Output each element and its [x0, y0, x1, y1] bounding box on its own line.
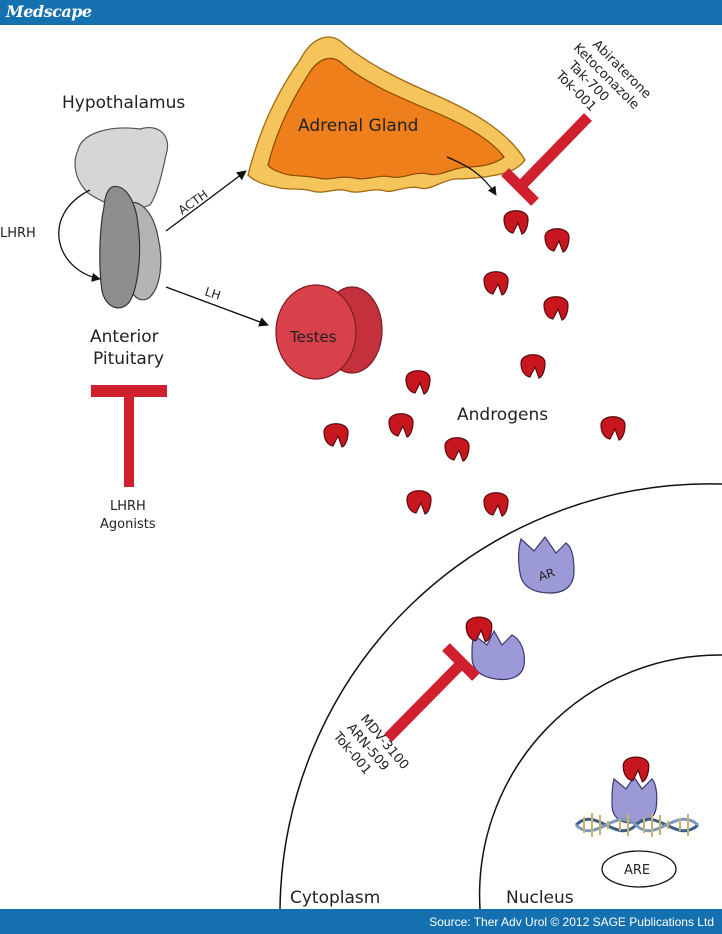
adrenal-inhibitor-bar — [501, 168, 539, 206]
androgen-pathway-diagram: Hypothalamus LHRH Anterior Pituitary LHR… — [0, 36, 722, 909]
adrenal-gland-label: Adrenal Gland — [298, 116, 418, 136]
androgen-molecule — [444, 437, 470, 462]
androgen-molecule — [405, 370, 431, 395]
androgen-molecule — [544, 228, 570, 253]
acth-arrow — [165, 170, 247, 232]
lhrh-arrow — [58, 189, 101, 282]
testes-label: Testes — [289, 328, 337, 346]
lhrh-agonists-inhibitor-bar — [91, 385, 167, 397]
cytoplasm-label: Cytoplasm — [290, 888, 380, 908]
androgen-molecule — [483, 492, 509, 517]
androgen-receptor-nuclear — [611, 775, 658, 824]
are-element — [601, 850, 677, 888]
androgen-receptor-bound — [471, 629, 525, 681]
nuclear-membrane — [478, 654, 722, 909]
anterior-pituitary-label-line1: Anterior — [90, 327, 159, 347]
androgen-molecule — [600, 416, 626, 441]
testes-front — [275, 284, 357, 380]
androgen-molecule — [503, 210, 529, 235]
adrenal-gland-core — [267, 57, 505, 180]
androgen-molecule — [388, 413, 414, 438]
are-label: ARE — [624, 863, 650, 878]
pituitary-front-lobe — [99, 185, 141, 309]
androgen-molecule-nuclear — [622, 756, 650, 783]
lhrh-agonists-label-line2: Agonists — [100, 517, 156, 532]
anterior-pituitary-label-line2: Pituitary — [93, 349, 164, 369]
ar-inhibitor-stem — [384, 661, 464, 742]
footer-bar: Source: Ther Adv Urol © 2012 SAGE Public… — [0, 909, 722, 934]
hypothalamus-label: Hypothalamus — [62, 93, 185, 113]
androgen-molecule — [323, 423, 349, 448]
androgen-molecule — [406, 490, 432, 515]
adrenal-output-arrow — [446, 156, 497, 196]
ar-inhibitor-bar — [442, 643, 480, 681]
lhrh-label: LHRH — [0, 226, 36, 241]
source-credit: Source: Ther Adv Urol © 2012 SAGE Public… — [429, 915, 714, 929]
androgen-molecule — [543, 296, 569, 321]
lh-label: LH — [203, 285, 222, 303]
acth-label: ACTH — [176, 187, 211, 217]
header-bar: Medscape — [0, 0, 722, 25]
nucleus-label: Nucleus — [506, 888, 574, 908]
lh-arrow — [165, 286, 269, 327]
cell-membrane — [279, 483, 722, 909]
ar-label: AR — [537, 565, 557, 583]
lhrh-agonists-label-line1: LHRH — [110, 499, 146, 514]
androgens-label: Androgens — [457, 405, 548, 425]
lhrh-agonists-inhibitor-stem — [124, 395, 134, 487]
dna-helix — [574, 813, 700, 837]
androgen-molecule — [520, 354, 546, 379]
androgen-receptor-free — [518, 535, 575, 594]
androgen-molecule — [483, 271, 509, 296]
adrenal-inhibitor-stem — [516, 113, 592, 191]
medscape-logo[interactable]: Medscape — [6, 2, 92, 21]
adrenal-inhibitors-list: Abiraterone Ketoconazole Tak-700 Tok-001 — [552, 37, 654, 115]
